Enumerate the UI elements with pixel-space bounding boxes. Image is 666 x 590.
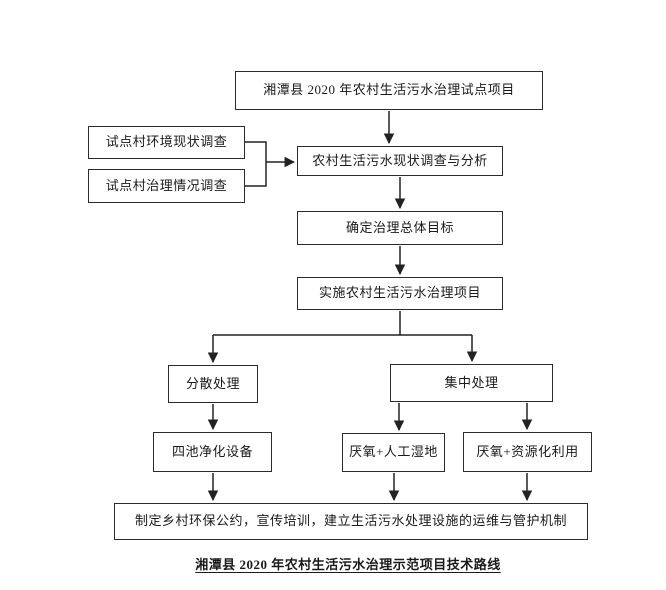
node-four-pond-equipment: 四池净化设备: [153, 432, 272, 472]
node-top-project: 湘潭县 2020 年农村生活污水治理试点项目: [235, 71, 543, 110]
node-mechanism: 制定乡村环保公约，宣传培训，建立生活污水处理设施的运维与管护机制: [114, 503, 588, 540]
diagram-caption: 湘潭县 2020 年农村生活污水治理示范项目技术路线: [0, 554, 666, 573]
node-decentralized: 分散处理: [168, 365, 258, 403]
node-centralized: 集中处理: [390, 364, 553, 402]
node-anaerobic-resource: 厌氧+资源化利用: [463, 432, 592, 472]
diagram-caption-text: 湘潭县 2020 年农村生活污水治理示范项目技术路线: [195, 557, 501, 572]
node-implement: 实施农村生活污水治理项目: [297, 277, 503, 310]
edge-survey-bracket: [245, 141, 267, 187]
node-survey-treatment: 试点村治理情况调查: [88, 169, 245, 203]
node-survey-environment: 试点村环境现状调查: [88, 126, 245, 159]
node-analysis: 农村生活污水现状调查与分析: [297, 146, 503, 176]
node-goal: 确定治理总体目标: [297, 211, 503, 245]
node-anaerobic-wetland: 厌氧+人工湿地: [342, 433, 445, 472]
